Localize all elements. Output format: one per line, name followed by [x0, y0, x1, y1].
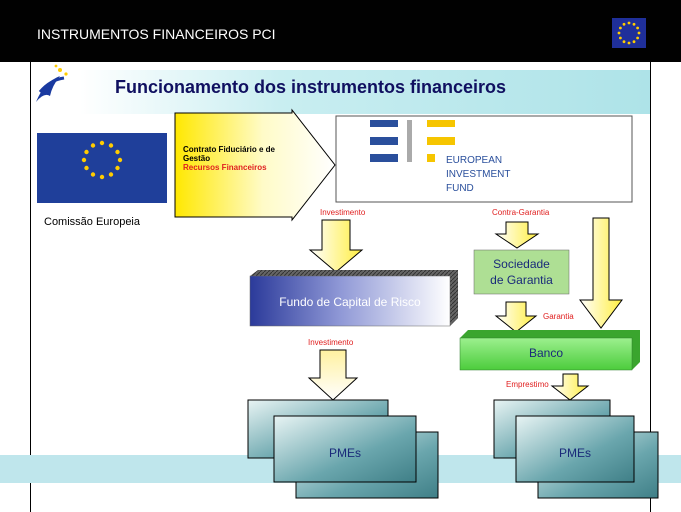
contract-line2: Gestão [183, 154, 211, 163]
arrow-contra-garantia [494, 221, 540, 249]
pmes-right-label: PMEs [558, 446, 591, 460]
eu-commission-flag [37, 133, 167, 203]
pmes-right-stack [493, 399, 659, 499]
banco-label: Banco [528, 346, 564, 360]
fundo-label: Fundo de Capital de Risco [279, 295, 421, 309]
slide-title: Funcionamento dos instrumentos financeir… [115, 77, 507, 97]
eif-logo-icon [370, 120, 455, 162]
arrow-investimento-top [308, 219, 364, 273]
banco-box [459, 330, 640, 371]
arrow-eif-banco [579, 217, 623, 329]
pmes-left-label: PMEs [328, 446, 361, 460]
ec-label: Comissão Europeia [44, 216, 140, 228]
eif-line2: INVESTMENT [446, 169, 511, 180]
eu-flag-icon [612, 18, 646, 48]
sociedade-box [473, 249, 570, 295]
contract-line3: Recursos Financeiros [183, 163, 267, 172]
contract-arrow [174, 108, 336, 222]
flow-label-garantia: Garantia [543, 312, 574, 321]
flow-label-investimento-top: Investimento [320, 208, 366, 217]
arrow-investimento-mid [307, 349, 359, 401]
arrow-emprestimo [550, 373, 590, 401]
flow-label-emprestimo: Emprestimo [506, 380, 549, 389]
contract-text: Contrato Fiduciário e de Gestão Recursos… [183, 145, 298, 172]
eif-line1: EUROPEAN [446, 155, 503, 166]
title-banner [30, 62, 650, 117]
fundo-box [249, 270, 458, 327]
header-title: INSTRUMENTOS FINANCEIROS PCI [37, 26, 276, 42]
sociedade-line1: Sociedade [493, 257, 550, 271]
right-border [650, 62, 651, 512]
sociedade-text: Sociedade de Garantia [474, 256, 569, 288]
flow-label-investimento-mid: Investimento [308, 338, 354, 347]
eif-text: EUROPEAN INVESTMENT FUND [446, 154, 510, 196]
sociedade-line2: de Garantia [490, 273, 553, 287]
left-border [30, 62, 31, 512]
arrow-garantia [494, 301, 538, 333]
swoosh-logo-icon [30, 62, 70, 117]
header-bar: INSTRUMENTOS FINANCEIROS PCI [0, 0, 681, 62]
pmes-left-stack [247, 399, 439, 499]
eif-line3: FUND [446, 183, 474, 194]
flow-label-contra-garantia: Contra-Garantia [492, 208, 550, 217]
contract-line1: Contrato Fiduciário e de [183, 145, 276, 154]
